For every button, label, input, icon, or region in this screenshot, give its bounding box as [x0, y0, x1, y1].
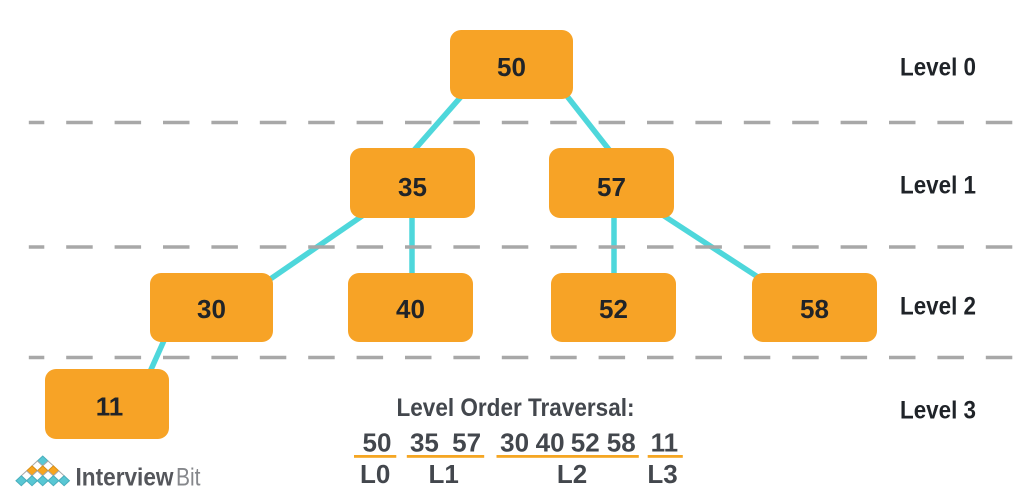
svg-text:11: 11	[651, 428, 679, 458]
svg-text:Bit: Bit	[176, 464, 201, 492]
svg-text:52: 52	[599, 294, 628, 324]
svg-text:Level 0: Level 0	[900, 54, 976, 82]
svg-text:30: 30	[500, 428, 529, 458]
svg-text:40: 40	[396, 294, 425, 324]
svg-text:35: 35	[410, 428, 439, 458]
svg-text:Level 2: Level 2	[900, 292, 976, 320]
svg-text:30: 30	[197, 294, 226, 324]
svg-text:58: 58	[800, 294, 829, 324]
svg-text:Interview: Interview	[76, 464, 175, 492]
svg-text:40: 40	[536, 428, 565, 458]
svg-text:L1: L1	[429, 459, 459, 489]
svg-text:Level Order Traversal:: Level Order Traversal:	[397, 394, 635, 422]
svg-text:L3: L3	[647, 459, 677, 489]
svg-text:50: 50	[363, 428, 392, 458]
svg-text:50: 50	[497, 52, 526, 82]
svg-text:L2: L2	[557, 459, 587, 489]
svg-text:Level 3: Level 3	[900, 397, 976, 425]
svg-text:57: 57	[597, 172, 626, 202]
svg-text:58: 58	[607, 428, 636, 458]
svg-text:Level 1: Level 1	[900, 172, 976, 200]
svg-text:L0: L0	[360, 459, 390, 489]
svg-text:52: 52	[571, 428, 600, 458]
svg-text:11: 11	[96, 392, 124, 422]
svg-text:57: 57	[452, 428, 481, 458]
svg-text:35: 35	[398, 172, 427, 202]
